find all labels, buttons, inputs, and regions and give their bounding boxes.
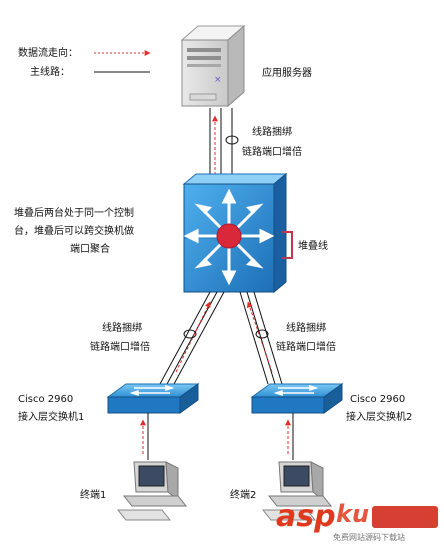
watermark-brand: asp: [276, 499, 336, 534]
terminal-1-label: 终端1: [80, 488, 106, 501]
stack-line-bracket: [282, 231, 293, 259]
link-left-line1: 线路捆绑: [102, 321, 142, 334]
data-flow-arrow-left: [175, 301, 211, 373]
stack-line-label: 堆叠线: [298, 239, 328, 252]
link-left-line2: 链路端口增倍: [90, 340, 150, 353]
bundle-ring-left: [183, 329, 197, 339]
watermark: asp ku 免费网站源码下载站: [276, 499, 438, 542]
legend-data-flow-label: 数据流走向：: [18, 46, 78, 59]
terminal-2-icon: [261, 461, 333, 521]
link-switch2-terminal2: [285, 413, 294, 460]
link-right-line1: 线路捆绑: [286, 321, 326, 334]
switch-1-model: Cisco 2960: [18, 394, 73, 405]
watermark-tagline: 免费网站源码下载站: [333, 532, 405, 542]
switch-1-role: 接入层交换机1: [18, 410, 84, 423]
legend-main-line-label: 主线路：: [30, 65, 70, 78]
core-switch-icon: [182, 172, 288, 294]
access-switch-2-icon: [250, 383, 344, 414]
trunk-left: [159, 291, 225, 385]
link-top-line2: 链路端口增倍: [242, 145, 302, 158]
bundle-ring-right: [255, 329, 269, 339]
core-note-line3: 端口聚合: [70, 242, 110, 255]
link-right-line2: 链路端口增倍: [276, 340, 336, 353]
bundle-ring-top: [225, 135, 239, 145]
data-flow-arrow-right: [246, 301, 273, 373]
switch-2-role: 接入层交换机2: [346, 410, 412, 423]
access-switch-1-icon: [106, 383, 200, 414]
watermark-brand-suffix: ku: [336, 500, 369, 528]
trunk-top: [209, 108, 239, 186]
terminal-1-icon: [116, 461, 188, 521]
trunk-right: [239, 291, 283, 385]
core-note-line2: 台，堆叠后可以跨交换机做: [14, 224, 134, 237]
legend: 数据流走向： 主线路：: [18, 46, 151, 78]
link-switch1-terminal1: [140, 413, 149, 460]
link-top-line1: 线路捆绑: [252, 125, 292, 138]
server-icon: ×: [180, 24, 246, 108]
terminal-2-label: 终端2: [230, 488, 256, 501]
core-note-line1: 堆叠后两台处于同一个控制: [14, 206, 134, 219]
svg-text:×: ×: [214, 75, 222, 85]
switch-2-model: Cisco 2960: [350, 394, 405, 405]
server-label: 应用服务器: [262, 66, 312, 79]
